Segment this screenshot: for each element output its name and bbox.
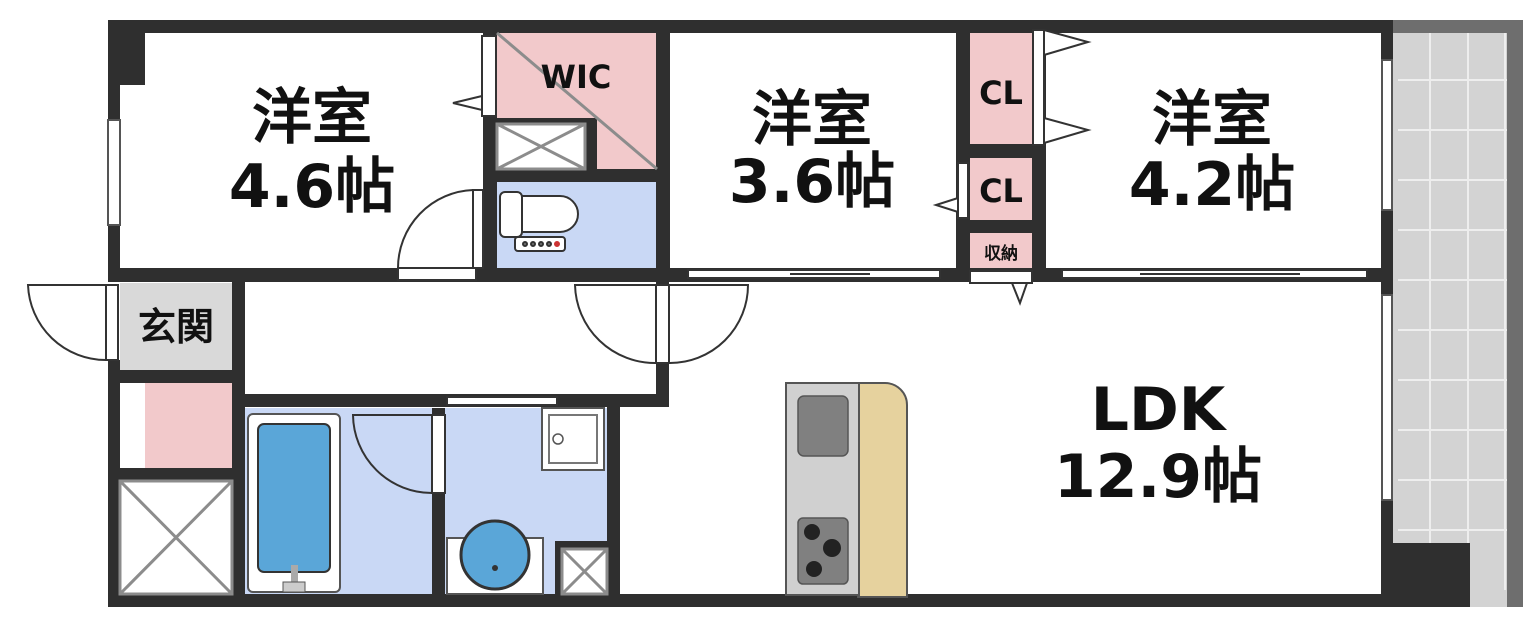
entrance-label: 玄関 <box>138 305 214 349</box>
toilet-icon <box>499 191 579 252</box>
stove-icon <box>797 517 849 585</box>
windows <box>107 59 1393 501</box>
closet-1-floor <box>970 32 1032 144</box>
western-1-size: 4.6帖 <box>229 152 395 222</box>
sink-icon <box>797 395 849 457</box>
door-swing-icon <box>26 189 750 494</box>
balcony <box>1393 20 1523 607</box>
ldk-name: LDK <box>1091 375 1228 445</box>
western-1-name: 洋室 <box>252 83 372 153</box>
storage-label: 収納 <box>984 243 1018 264</box>
western-3-name: 洋室 <box>1152 85 1272 155</box>
wic-label: WIC <box>541 58 612 96</box>
western-2-name: 洋室 <box>752 85 872 155</box>
closet-2-floor <box>970 158 1032 220</box>
shoe-closet-floor <box>145 383 232 468</box>
washing-machine-icon <box>446 519 544 595</box>
western-2-size: 3.6帖 <box>729 147 895 217</box>
pipe-shaft-1 <box>495 122 587 171</box>
entrance-floor <box>120 283 232 370</box>
storage-floor <box>970 233 1032 271</box>
pipe-shaft-2 <box>118 479 234 596</box>
sliding-door-icon <box>446 28 1368 406</box>
closet-2-label: CL <box>979 172 1023 210</box>
wic-diagonal <box>496 31 658 171</box>
pipe-shaft-3 <box>560 547 609 596</box>
ldk-size: 12.9帖 <box>1054 442 1262 512</box>
washbasin-icon <box>541 407 605 471</box>
bathtub-icon <box>247 413 341 593</box>
western-3-size: 4.2帖 <box>1129 150 1295 220</box>
closet-1-label: CL <box>979 74 1023 112</box>
